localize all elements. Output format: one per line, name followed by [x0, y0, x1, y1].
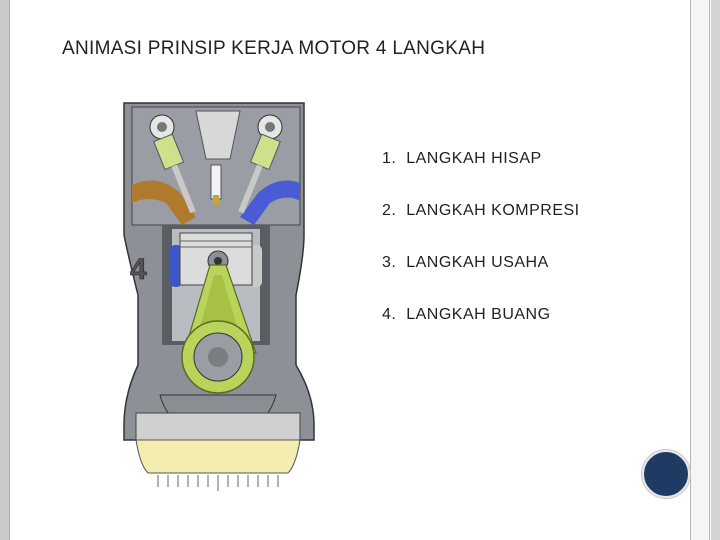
right-frame-bar: [690, 0, 710, 540]
engine-animation-image: 4: [118, 95, 348, 495]
step-number: 4.: [382, 302, 396, 328]
step-label: LANGKAH HISAP: [406, 146, 541, 172]
step-label: LANGKAH BUANG: [406, 302, 550, 328]
frame-number-label: 4: [130, 253, 147, 286]
step-number: 1.: [382, 146, 396, 172]
step-label: LANGKAH KOMPRESI: [406, 198, 579, 224]
list-item: 1. LANGKAH HISAP: [382, 146, 580, 198]
left-frame-bar: [0, 0, 10, 540]
navigation-circle-button[interactable]: [642, 450, 690, 498]
step-number: 3.: [382, 250, 396, 276]
stroke-steps-list: 1. LANGKAH HISAP 2. LANGKAH KOMPRESI 3. …: [382, 146, 580, 354]
list-item: 2. LANGKAH KOMPRESI: [382, 198, 580, 250]
list-item: 3. LANGKAH USAHA: [382, 250, 580, 302]
right-frame-edge: [711, 0, 720, 540]
step-number: 2.: [382, 198, 396, 224]
step-label: LANGKAH USAHA: [406, 250, 549, 276]
list-item: 4. LANGKAH BUANG: [382, 302, 580, 354]
slide-title: ANIMASI PRINSIP KERJA MOTOR 4 LANGKAH: [62, 38, 485, 60]
